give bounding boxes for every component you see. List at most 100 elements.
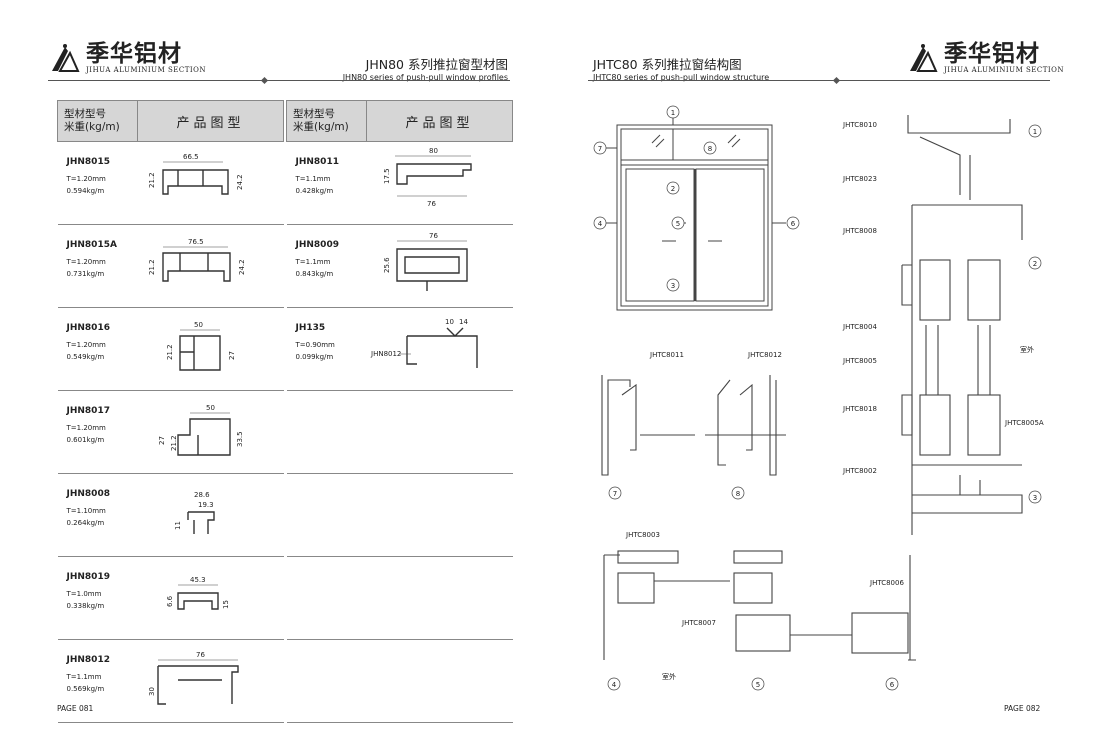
profile-code: JHN8012	[66, 655, 110, 665]
dim-label: 76	[196, 651, 205, 659]
callout-8: 8	[703, 141, 717, 155]
callout-3: 3	[666, 278, 680, 292]
profile-drawing-jhn8012: 76 30	[148, 651, 239, 705]
dim-label: 17.5	[383, 168, 391, 184]
profile-drawing-jhn8009: 76 25.6	[383, 232, 468, 291]
profile-drawing-jhn8019: 45.3 6.6 15	[166, 576, 230, 610]
callout-4: 4	[593, 216, 607, 230]
callout-5: 5	[671, 216, 685, 230]
structure-drawings: 1 7 8 2 4 5 6 3 JHTC8010 JHTC8023 JHTC80…	[593, 105, 1044, 691]
label-jhtc8003: JHTC8003	[625, 531, 660, 539]
dim-label: 21.2	[148, 172, 156, 188]
label-jhtc8018: JHTC8018	[842, 405, 877, 413]
svg-text:2: 2	[671, 185, 675, 193]
svg-text:7: 7	[598, 145, 602, 153]
profile-thickness: T=1.1mm	[66, 673, 102, 681]
table-row	[286, 639, 513, 723]
label-jhtc8005: JHTC8005	[842, 357, 877, 365]
callout-8: 8	[731, 486, 745, 500]
profile-drawing-jhn8015a: 76.5 21.2 24.2	[148, 238, 246, 282]
profile-drawing-jhn8008: 28.6 19.3 11	[174, 491, 215, 534]
brand-name-cn: 季华铝材	[86, 40, 182, 67]
profile-drawing-jh135: 10 14 JHN8012	[370, 318, 478, 368]
left-title-cn: JHN80 系列推拉窗型材图	[365, 57, 508, 72]
profile-thickness: T=1.1mm	[295, 258, 331, 266]
profile-weight: 0.338kg/m	[66, 602, 105, 610]
label-jhtc8007: JHTC8007	[681, 619, 716, 627]
label-jhtc8010: JHTC8010	[842, 121, 877, 129]
profile-weight: 0.549kg/m	[66, 353, 105, 361]
horizontal-section	[603, 550, 916, 661]
profile-thickness: T=1.0mm	[66, 590, 102, 598]
svg-text:5: 5	[756, 681, 760, 689]
callout-1: 1	[666, 105, 680, 119]
svg-text:8: 8	[708, 145, 712, 153]
label-jhtc8002: JHTC8002	[842, 467, 877, 475]
callout-2: 2	[666, 181, 680, 195]
svg-text:8: 8	[736, 490, 740, 498]
profile-code: JHN8017	[66, 406, 110, 416]
right-title: JHTC80 系列推拉窗结构图 JHTC80 series of push-pu…	[593, 54, 769, 82]
profile-thickness: T=1.20mm	[66, 424, 106, 432]
callout-6: 6	[885, 677, 899, 691]
label-jhtc8011: JHTC8011	[649, 351, 684, 359]
section-7-8-labels: JHTC8011 JHTC8012	[649, 351, 782, 359]
label-jhtc8005a: JHTC8005A	[1004, 419, 1044, 427]
right-header-rule	[588, 80, 1050, 81]
callout-6: 6	[786, 216, 800, 230]
dim-label: 76	[429, 232, 438, 240]
page-number-right: PAGE 082	[1004, 704, 1041, 713]
right-title-en: JHTC80 series of push-pull window struct…	[593, 73, 770, 82]
jihua-logo-icon	[910, 44, 938, 72]
type-header-line1: 型材型号	[64, 108, 106, 120]
profile-thickness: T=1.1mm	[295, 175, 331, 183]
type-header-line2: 米重(kg/m)	[64, 121, 120, 133]
dim-label: 24.2	[236, 174, 244, 190]
profile-drawing-jhn8011: 80 17.5 76	[383, 147, 472, 208]
profile-drawing-jhn8016: 50 21.2 27	[166, 321, 236, 371]
profile-code: JHN8019	[66, 572, 110, 582]
dim-label: 15	[222, 600, 230, 609]
callout-7: 7	[608, 486, 622, 500]
type-header: 型材型号 米重(kg/m)	[286, 100, 367, 142]
horizontal-section-labels: JHTC8003 JHTC8007 JHTC8006 室外	[625, 531, 904, 681]
callout-5: 5	[751, 677, 765, 691]
dim-label: 11	[174, 521, 182, 530]
profile-code: JHN8016	[66, 323, 110, 333]
section-7-8	[601, 375, 786, 476]
section-labels: JHTC8010 JHTC8023 JHTC8008 JHTC8004 JHTC…	[842, 121, 1044, 475]
figure-header: 产品图型	[137, 100, 284, 142]
svg-text:6: 6	[890, 681, 895, 689]
profile-weight: 0.099kg/m	[295, 353, 334, 361]
brand-name-en: JIHUA ALUMINIUM SECTION	[944, 65, 1065, 74]
type-header: 型材型号 米重(kg/m)	[57, 100, 138, 142]
profile-weight: 0.601kg/m	[66, 436, 105, 444]
right-rule-diamond	[832, 76, 841, 85]
profile-thickness: T=0.90mm	[295, 341, 335, 349]
svg-text:5: 5	[676, 220, 680, 228]
profile-weight: 0.731kg/m	[66, 270, 105, 278]
window-elevation	[606, 115, 786, 311]
svg-text:4: 4	[598, 220, 603, 228]
table-row	[286, 473, 513, 557]
dim-label: 30	[148, 687, 156, 696]
dim-label: 33.5	[236, 431, 244, 447]
left-title: JHN80 系列推拉窗型材图 JHN80 series of push-pull…	[343, 54, 508, 82]
table-row: JHN8019 T=1.0mm 0.338kg/m 45.3 6.6 15	[57, 556, 284, 640]
dim-label: 76.5	[188, 238, 204, 246]
callout-3: 3	[1028, 490, 1042, 504]
svg-text:3: 3	[1033, 494, 1037, 502]
profile-drawing-jhn8015: 66.5 21.2 24.2	[148, 153, 244, 195]
dim-label: 6.6	[166, 595, 174, 607]
label-outdoor: 室外	[662, 672, 676, 681]
callout-2: 2	[1028, 256, 1042, 270]
brand-logo-left: 季华铝材 JIHUA ALUMINIUM SECTION	[48, 41, 206, 75]
profile-code: JHN8009	[295, 240, 339, 250]
svg-text:4: 4	[612, 681, 617, 689]
profile-thickness: T=1.20mm	[66, 258, 106, 266]
callout-4: 4	[607, 677, 621, 691]
